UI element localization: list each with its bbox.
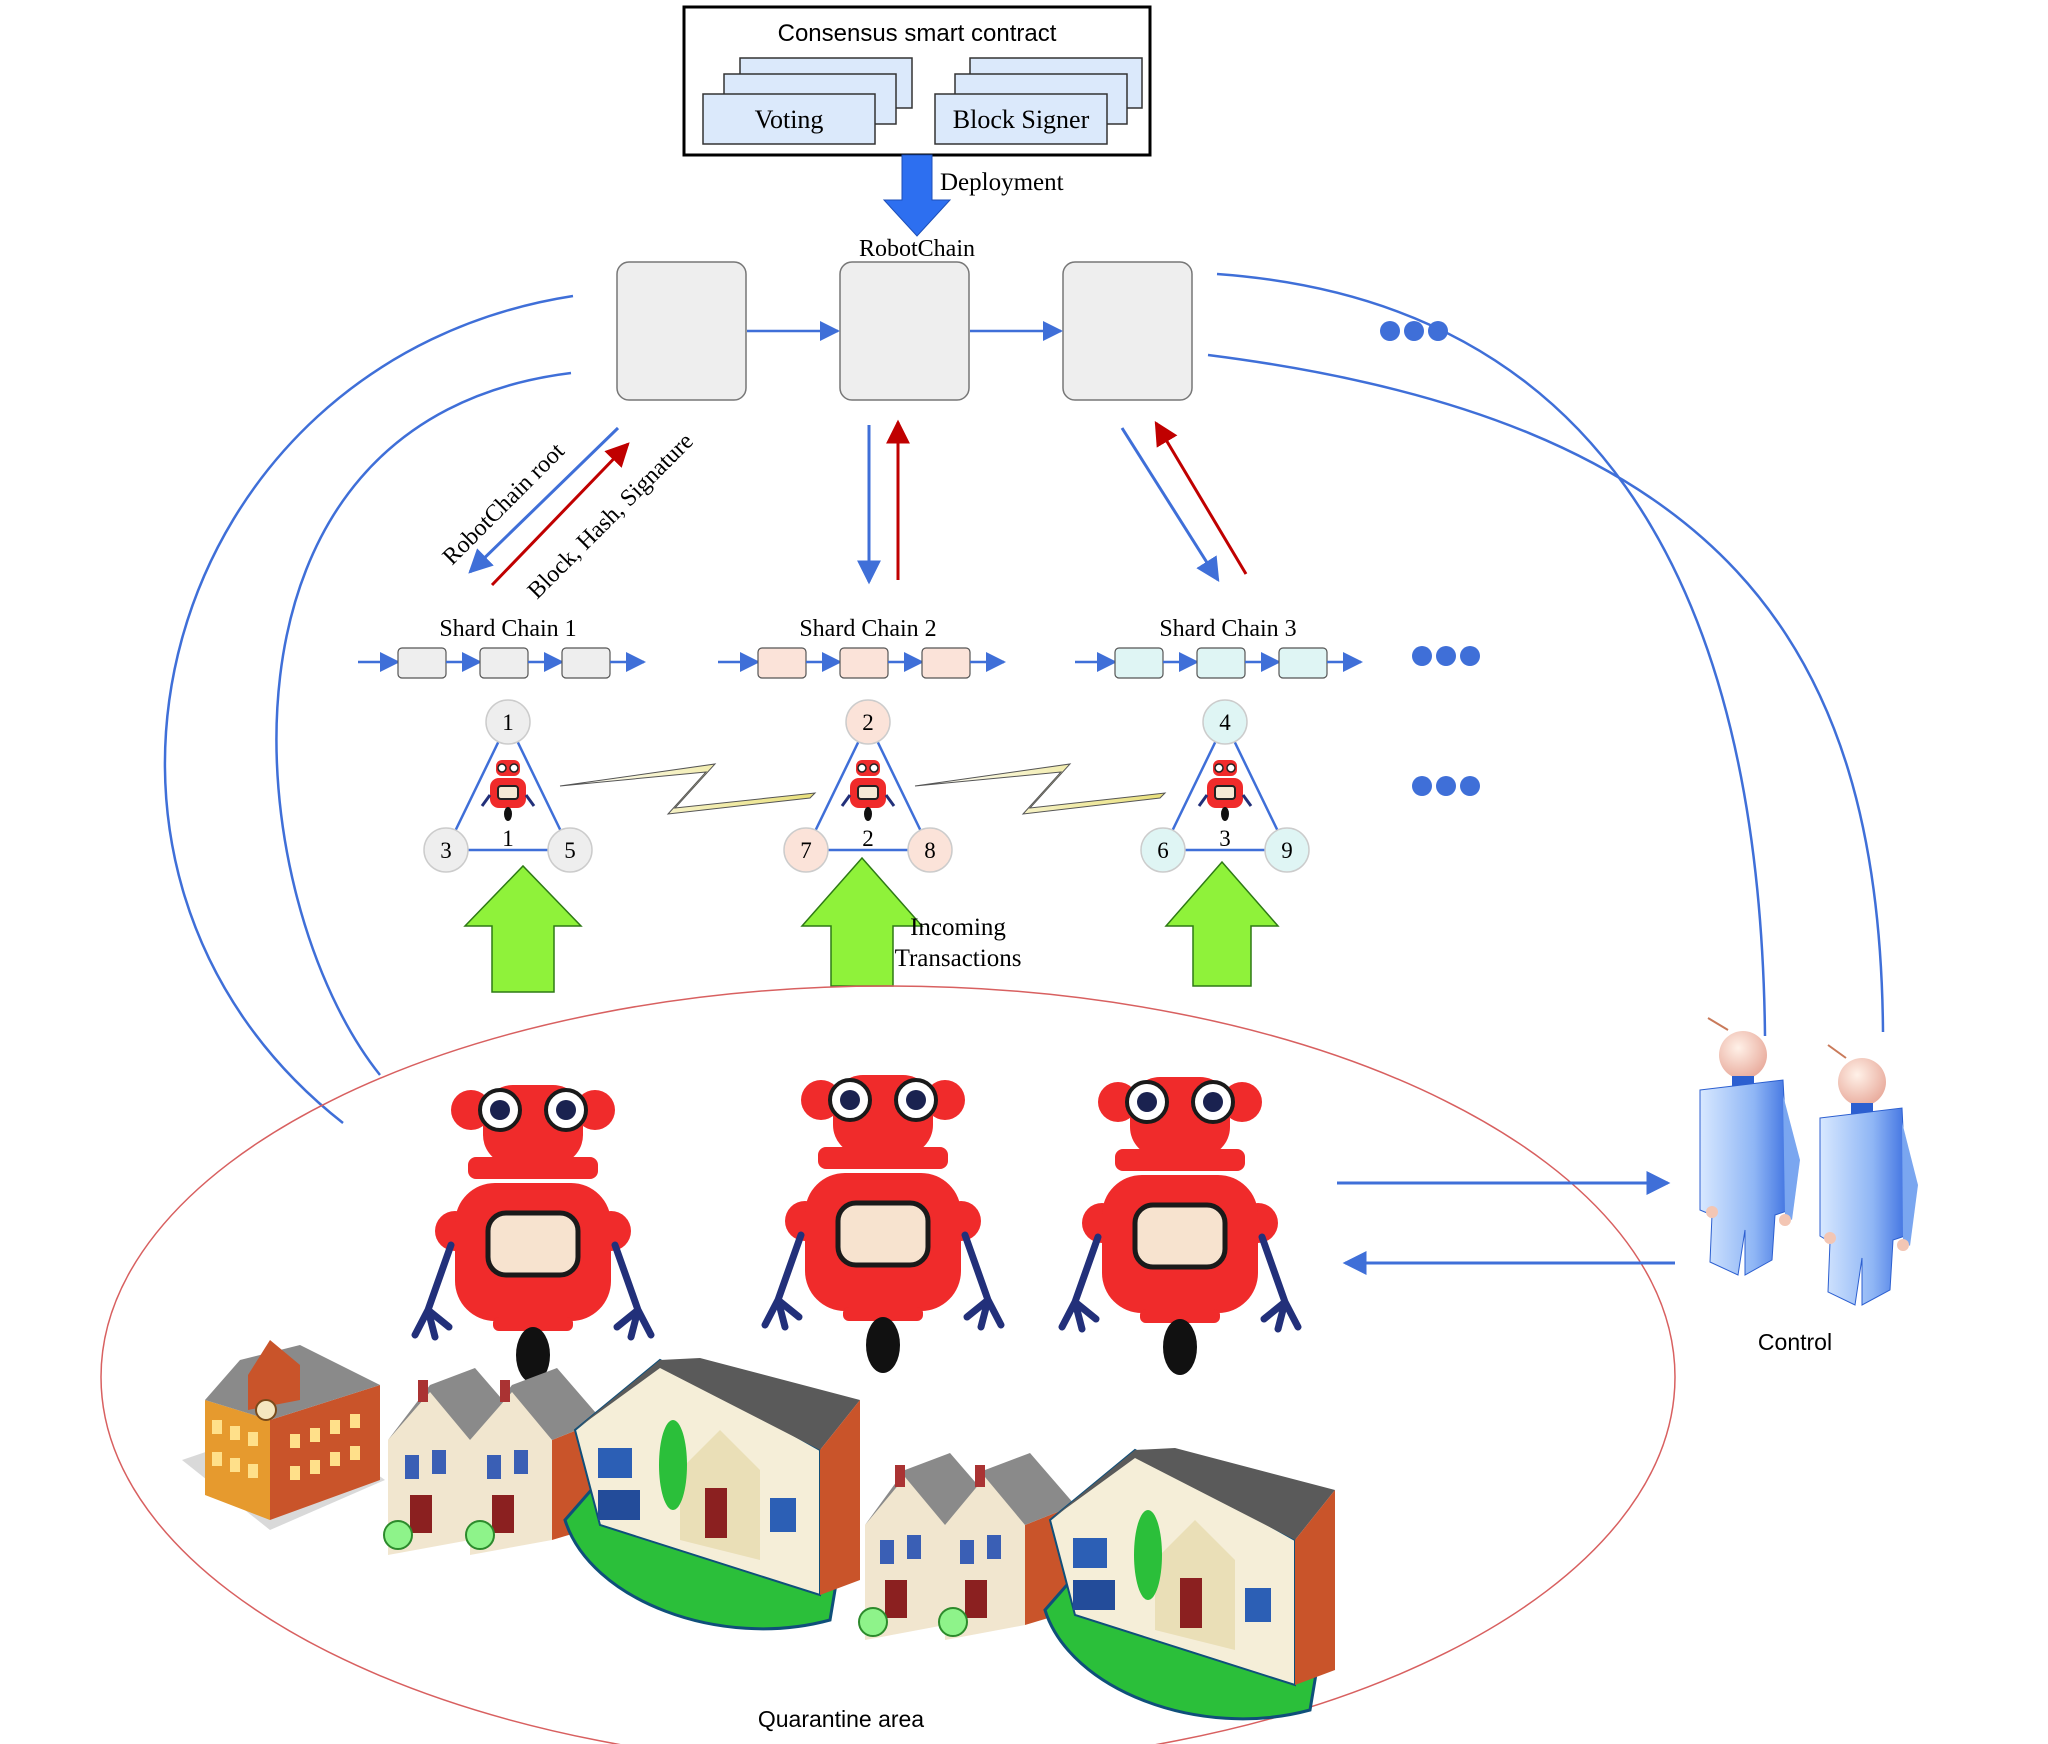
contract-title: Consensus smart contract bbox=[778, 20, 1057, 47]
robotchain-block bbox=[839, 261, 970, 401]
shard-block bbox=[921, 647, 971, 679]
shard-node-number: 1 bbox=[502, 710, 514, 735]
shard-node bbox=[1264, 827, 1310, 873]
shard-block bbox=[397, 647, 447, 679]
more-shards-ellipsis bbox=[1412, 646, 1480, 666]
shard-node-triangle bbox=[804, 719, 932, 852]
house-icon bbox=[563, 1358, 860, 1631]
shard-block bbox=[839, 647, 889, 679]
quarantine-area-ellipse bbox=[100, 985, 1676, 1744]
houses-group bbox=[182, 1340, 1335, 1721]
shard-communication-bolts bbox=[559, 763, 1167, 815]
shard-chain-1: Shard Chain 1 1 3 5 1 bbox=[358, 616, 646, 873]
deployment-label: Deployment bbox=[940, 169, 1064, 196]
incoming-label-line1: Incoming bbox=[910, 914, 1006, 941]
consensus-contract-box: Consensus smart contract Voting Block Si… bbox=[682, 5, 1152, 157]
shard-node-number: 8 bbox=[924, 838, 936, 863]
shard3-link bbox=[1120, 420, 1248, 583]
shard-block bbox=[479, 647, 529, 679]
robotchain-root-label: RobotChain root bbox=[438, 438, 570, 570]
shard1-link: RobotChain root Block, Hash, Signature bbox=[438, 426, 699, 604]
shard-number: 2 bbox=[862, 826, 874, 851]
more-nodes-ellipsis bbox=[1412, 776, 1480, 796]
control-curves bbox=[163, 272, 1885, 1124]
control-operator-icon bbox=[1819, 1044, 1918, 1306]
robotchain-block bbox=[616, 261, 747, 401]
robot-icon bbox=[761, 1075, 1005, 1373]
robotchain-block bbox=[1062, 261, 1193, 401]
robot-icon bbox=[411, 1085, 655, 1383]
shard-node bbox=[907, 827, 953, 873]
block-signer-label: Block Signer bbox=[953, 105, 1090, 134]
shard-node bbox=[485, 699, 531, 745]
robot-icon bbox=[1058, 1077, 1302, 1375]
shard-block bbox=[1196, 647, 1246, 679]
robotchain-blocks bbox=[616, 261, 1448, 401]
incoming-label-line2: Transactions bbox=[895, 945, 1022, 972]
shard-number: 3 bbox=[1219, 826, 1231, 851]
shard-chain-3: Shard Chain 3 4 6 9 3 bbox=[1075, 616, 1363, 873]
shard-node-number: 6 bbox=[1157, 838, 1169, 863]
shard-block bbox=[757, 647, 807, 679]
robot-icon bbox=[480, 760, 536, 821]
shard-node-number: 9 bbox=[1281, 838, 1293, 863]
voting-stack: Voting bbox=[702, 57, 913, 145]
shard-node bbox=[1202, 699, 1248, 745]
shard-block bbox=[1114, 647, 1164, 679]
robot-icon bbox=[840, 760, 896, 821]
shard-node-number: 4 bbox=[1219, 710, 1231, 735]
shard-node-number: 7 bbox=[800, 838, 812, 863]
control-label: Control bbox=[1758, 1329, 1832, 1355]
shard-node-number: 2 bbox=[862, 710, 874, 735]
shard2-link bbox=[857, 419, 910, 585]
incoming-transaction-arrows bbox=[463, 856, 1280, 993]
deployment-arrow bbox=[882, 154, 952, 237]
robotchain-label: RobotChain bbox=[859, 236, 975, 262]
robot-icon bbox=[1197, 760, 1253, 821]
shard-block bbox=[1278, 647, 1328, 679]
shard-node bbox=[845, 699, 891, 745]
shard-node bbox=[547, 827, 593, 873]
block-signer-stack: Block Signer bbox=[934, 57, 1143, 145]
shard-node bbox=[783, 827, 829, 873]
shard-node-number: 5 bbox=[564, 838, 576, 863]
shard-node bbox=[1140, 827, 1186, 873]
quarantine-area-label: Quarantine area bbox=[758, 1706, 924, 1732]
more-blocks-ellipsis bbox=[1380, 321, 1448, 341]
shard-node-triangle bbox=[444, 719, 572, 852]
school-building-icon bbox=[182, 1340, 385, 1530]
shard-node bbox=[423, 827, 469, 873]
control-operator-icon bbox=[1699, 1017, 1800, 1276]
shard-block bbox=[561, 647, 611, 679]
house-icon bbox=[1043, 1448, 1335, 1721]
voting-label: Voting bbox=[755, 105, 824, 134]
shard-chain-label: Shard Chain 2 bbox=[799, 616, 936, 642]
shard-number: 1 bbox=[502, 826, 514, 851]
shard-chain-label: Shard Chain 1 bbox=[439, 616, 576, 642]
shard-node-number: 3 bbox=[440, 838, 452, 863]
shard-chain-2: Shard Chain 2 2 7 8 2 bbox=[718, 616, 1006, 873]
shard-node-triangle bbox=[1161, 719, 1289, 852]
shard-chain-label: Shard Chain 3 bbox=[1159, 616, 1296, 642]
